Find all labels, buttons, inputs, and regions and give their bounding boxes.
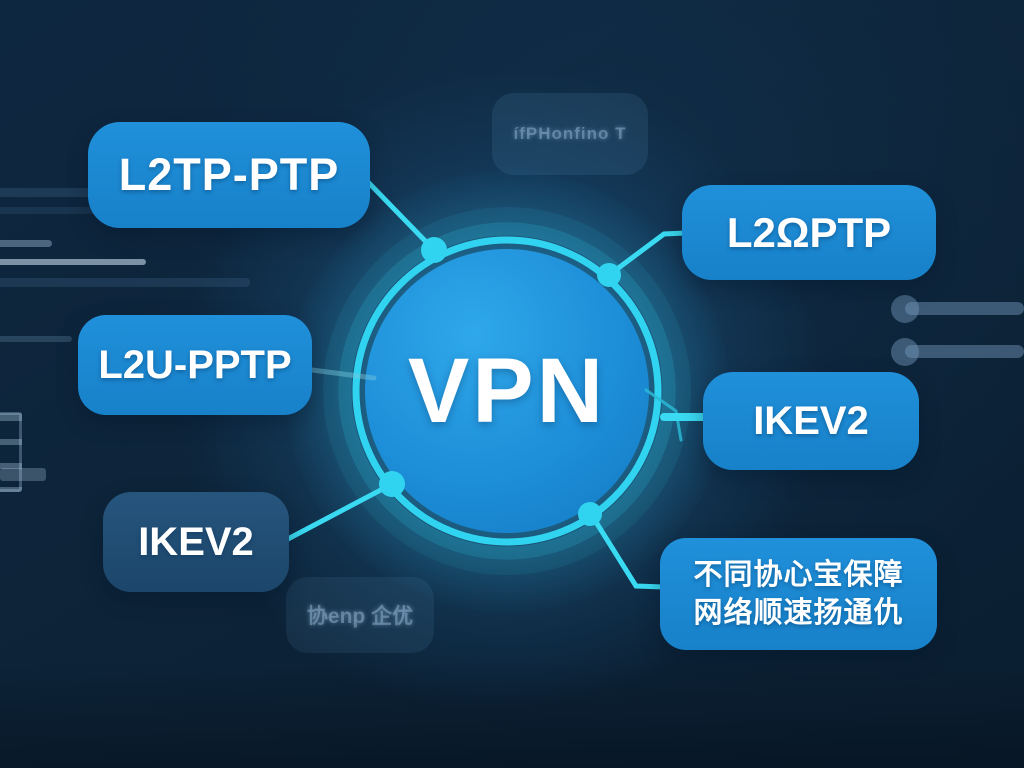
node-l2mptp: L2ΩPTP [682,185,936,280]
caption-line-2: 网络顺速扬通仇 [693,597,904,629]
node-ikev2-right-label: IKEV2 [753,398,869,443]
node-ikev2-right: IKEV2 [703,372,919,470]
circuit-node-dot [891,338,919,366]
ghost-node-top: ífPHonfino T [492,93,648,175]
ghost-node-top-label: ífPHonfino T [513,124,627,143]
circuit-trace [0,336,72,342]
circuit-trace [0,259,146,265]
circuit-chip-icon [0,412,22,492]
circuit-trace [0,278,250,287]
circuit-node-dot [891,295,919,323]
vpn-hub-node: VPN [365,249,649,533]
node-l2tp-ptp-label: L2TP-PTP [118,149,340,200]
ghost-node-bottom: 协enp 企优 [286,577,434,653]
circuit-trace [0,240,52,247]
circuit-trace-right [905,345,1024,358]
caption-line-1: 不同协心宝保障 [693,559,904,591]
vpn-hub-label: VPN [407,339,607,442]
node-l2u-pptp: L2U-PPTP [78,315,312,415]
node-l2mptp-label: L2ΩPTP [726,208,892,256]
node-ikev2-left: IKEV2 [103,492,289,592]
node-l2tp-ptp: L2TP-PTP [88,122,370,228]
circuit-trace [0,207,130,214]
circuit-trace-right [905,302,1024,315]
node-caption-chinese: 不同协心宝保障 网络顺速扬通仇 [660,538,937,650]
ghost-node-bottom-label: 协enp 企优 [306,605,414,628]
circuit-trace [0,468,46,481]
node-ikev2-left-label: IKEV2 [138,519,254,564]
node-l2u-pptp-label: L2U-PPTP [98,342,292,387]
